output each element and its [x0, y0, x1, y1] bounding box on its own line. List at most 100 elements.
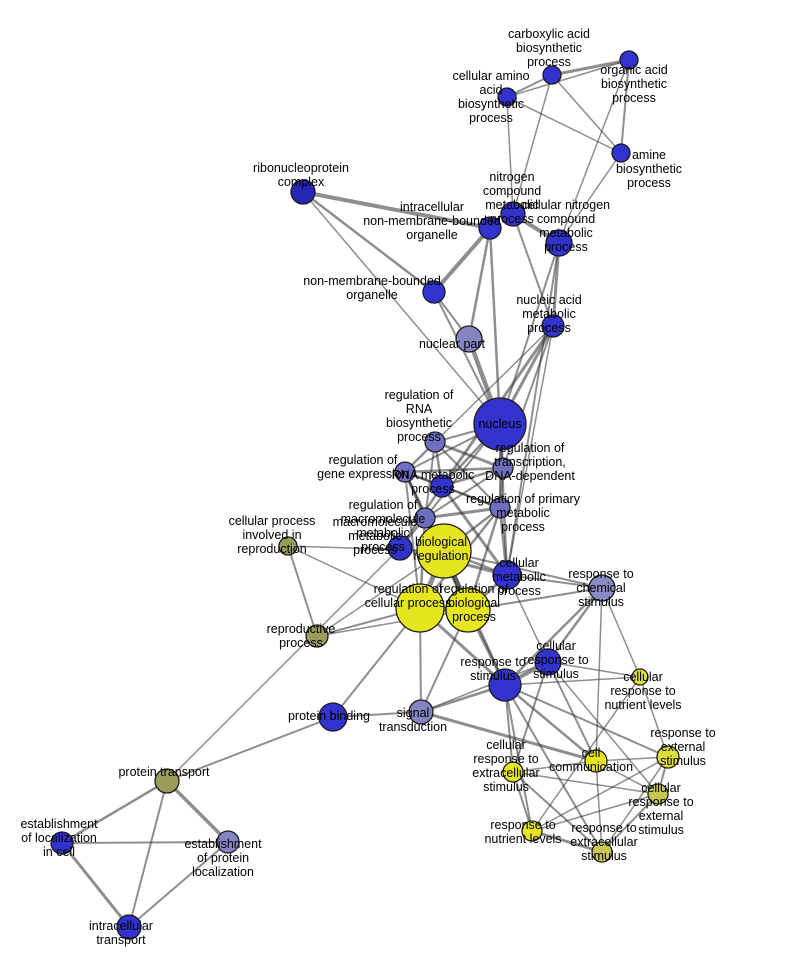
node-macromolecule-metabolic-process[interactable] [387, 535, 413, 561]
edge-amine-biosynthetic-process--cellular-nitrogen-compound-metabolic-process [558, 152, 622, 244]
edge-nucleic-acid-metabolic-process--cellular-metabolic-process [506, 325, 554, 576]
node-label-protein-transport: protein transport [118, 765, 210, 779]
node-establishment-of-protein-localization[interactable] [216, 830, 240, 854]
node-protein-transport[interactable] [154, 768, 180, 794]
edge-cell-communication--cellular-response-to-extracellular-stimulus [512, 760, 597, 773]
edge-cellular-process-involved-in-reproduction--reproductive-process [287, 545, 318, 637]
node-cellular-response-to-extracellular-stimulus[interactable] [502, 761, 524, 783]
edge-protein-binding--protein-transport [166, 716, 334, 782]
node-intracellular-transport[interactable] [116, 914, 142, 940]
edge-intracellular-non-membrane-bounded-organelle--non-membrane-bounded-organelle [432, 226, 492, 294]
node-nucleus[interactable] [473, 397, 527, 451]
edge-carboxylic-acid-biosynthetic-process--nitrogen-compound-metabolic-process [512, 74, 553, 215]
edge-cellular-response-to-external-stimulus--response-to-nutrient-levels [531, 793, 659, 832]
node-cell-communication[interactable] [584, 749, 608, 773]
edge-response-to-stimulus--cell-communication [503, 683, 598, 763]
edge-establishment-of-localization-in-cell--establishment-of-protein-localization [61, 841, 229, 844]
node-establishment-of-localization-in-cell[interactable] [50, 831, 74, 855]
node-rna-metabolic-process[interactable] [430, 474, 454, 498]
edge-response-to-external-stimulus--cell-communication [595, 756, 669, 762]
node-label-nucleus: nucleus [478, 417, 521, 431]
node-cellular-response-to-external-stimulus[interactable] [647, 783, 669, 805]
node-response-to-nutrient-levels[interactable] [521, 820, 543, 842]
node-response-to-extracellular-stimulus[interactable] [591, 841, 613, 863]
node-cellular-metabolic-process[interactable] [492, 560, 522, 590]
edge-response-to-nutrient-levels--response-to-extracellular-stimulus [530, 829, 604, 854]
node-signal-transduction[interactable] [408, 699, 434, 725]
edge-organic-acid-biosynthetic-process--cellular-amino-acid-biosynthetic-process [506, 59, 630, 98]
edge-cell-communication--cellular-response-to-external-stimulus [595, 760, 659, 795]
node-amine-biosynthetic-process[interactable] [611, 143, 631, 163]
node-regulation-of-biological-process[interactable] [445, 587, 491, 633]
node-cellular-process-involved-in-reproduction[interactable] [278, 536, 298, 556]
node-response-to-chemical-stimulus[interactable] [588, 574, 616, 602]
edge-cellular-response-to-external-stimulus--response-to-extracellular-stimulus [601, 793, 659, 853]
edge-cellular-response-to-extracellular-stimulus--response-to-extracellular-stimulus [512, 771, 603, 853]
edge-cellular-response-to-stimulus--cell-communication [547, 661, 597, 762]
edge-ribonucleoprotein-complex--non-membrane-bounded-organelle [301, 190, 436, 294]
edge-carboxylic-acid-biosynthetic-process--organic-acid-biosynthetic-process [550, 58, 631, 77]
node-intracellular-non-membrane-bounded-organelle[interactable] [478, 216, 502, 240]
node-label-protein-binding: protein binding [288, 709, 370, 723]
node-cellular-nitrogen-compound-metabolic-process[interactable] [545, 229, 573, 257]
node-regulation-of-gene-expression[interactable] [394, 461, 416, 483]
edge-cellular-response-to-extracellular-stimulus--cellular-response-to-external-stimulus [512, 771, 659, 795]
node-response-to-stimulus[interactable] [488, 668, 522, 702]
node-regulation-of-transcription-dna-dependent[interactable] [492, 457, 514, 479]
node-ribonucleoprotein-complex[interactable] [290, 179, 316, 205]
edge-cellular-nitrogen-compound-metabolic-process--nucleus [499, 242, 560, 425]
node-regulation-of-rna-biosynthetic-process[interactable] [424, 431, 446, 453]
node-regulation-of-macromolecule-metabolic-process[interactable] [414, 507, 436, 529]
edge-macromolecule-metabolic-process--protein-transport [166, 547, 401, 782]
edge-response-to-stimulus--response-to-extracellular-stimulus [504, 684, 603, 853]
edge-nitrogen-compound-metabolic-process--nucleic-acid-metabolic-process [512, 213, 554, 327]
edge-protein-transport--intracellular-transport [128, 780, 168, 928]
edge-intracellular-non-membrane-bounded-organelle--nuclear-part [467, 226, 492, 341]
node-response-to-external-stimulus[interactable] [656, 745, 680, 769]
node-cellular-response-to-stimulus[interactable] [534, 648, 562, 676]
edge-rna-metabolic-process--cellular-metabolic-process [440, 484, 509, 577]
edge-cellular-nitrogen-compound-metabolic-process--nucleic-acid-metabolic-process [551, 241, 561, 328]
edge-response-to-external-stimulus--response-to-extracellular-stimulus [601, 756, 669, 853]
node-carboxylic-acid-biosynthetic-process[interactable] [542, 65, 562, 85]
edge-intracellular-non-membrane-bounded-organelle--nucleus [488, 226, 502, 426]
edge-cell-communication--response-to-extracellular-stimulus [595, 760, 603, 853]
node-cellular-amino-acid-biosynthetic-process[interactable] [497, 87, 517, 107]
node-reproductive-process[interactable] [305, 624, 329, 648]
node-organic-acid-biosynthetic-process[interactable] [619, 50, 639, 70]
node-protein-binding[interactable] [318, 702, 348, 732]
node-nucleic-acid-metabolic-process[interactable] [541, 314, 565, 338]
node-regulation-of-cellular-process[interactable] [395, 583, 445, 633]
edge-cellular-response-to-stimulus--cellular-response-to-nutrient-levels [547, 661, 641, 678]
edge-response-to-chemical-stimulus--cellular-response-to-nutrient-levels [601, 587, 641, 678]
node-cellular-response-to-nutrient-levels[interactable] [631, 668, 649, 686]
node-nuclear-part[interactable] [455, 325, 483, 353]
node-nitrogen-compound-metabolic-process[interactable] [500, 201, 526, 227]
edge-regulation-of-rna-biosynthetic-process--regulation-of-primary-metabolic-process [434, 441, 501, 509]
edge-establishment-of-localization-in-cell--intracellular-transport [60, 841, 131, 929]
edge-response-to-chemical-stimulus--cellular-response-to-stimulus [546, 586, 604, 664]
node-non-membrane-bounded-organelle[interactable] [422, 280, 446, 304]
node-biological-regulation[interactable] [416, 523, 472, 579]
node-regulation-of-primary-metabolic-process[interactable] [489, 497, 511, 519]
edge-ribonucleoprotein-complex--nucleus [302, 191, 501, 425]
edge-protein-binding--signal-transduction [332, 711, 422, 718]
